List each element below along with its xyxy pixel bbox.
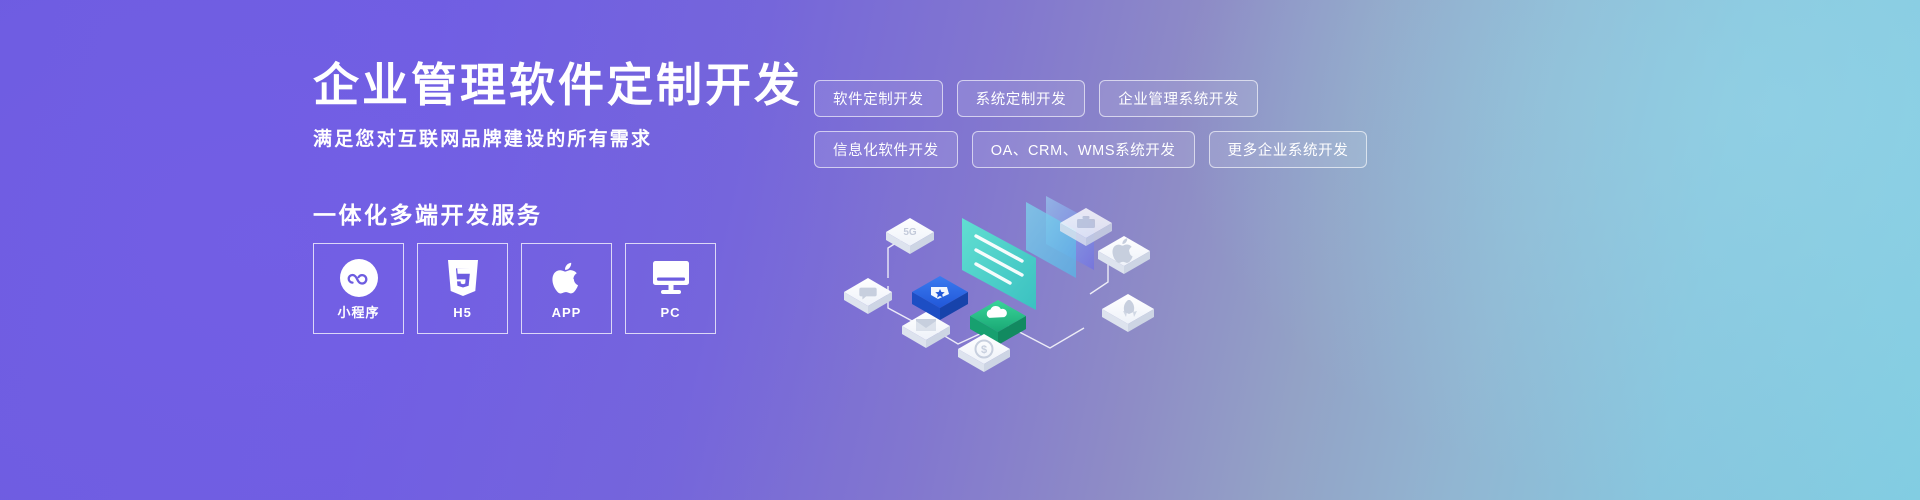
cube-5g: 5G: [886, 218, 934, 254]
cube-rocket: [1102, 294, 1154, 332]
desktop-monitor-icon: [650, 258, 692, 298]
platform-card-app[interactable]: APP: [521, 243, 612, 334]
html5-shield-icon: [446, 258, 480, 298]
service-tag[interactable]: 信息化软件开发: [814, 131, 958, 168]
platform-card-label: 小程序: [337, 305, 380, 320]
svg-text:$: $: [981, 344, 987, 356]
service-tag-row-1: 软件定制开发 系统定制开发 企业管理系统开发: [814, 80, 1314, 117]
platform-card-miniprogram[interactable]: 小程序: [313, 243, 404, 334]
cube-chat: [844, 278, 892, 314]
cube-star-badge: [912, 276, 968, 320]
service-tag[interactable]: 更多企业系统开发: [1208, 131, 1368, 168]
platform-card-label: H5: [453, 305, 472, 320]
platform-card-list: 小程序 H5 APP: [313, 243, 716, 334]
service-tag[interactable]: 企业管理系统开发: [1099, 80, 1259, 117]
services-section-title: 一体化多端开发服务: [313, 202, 543, 228]
platform-card-h5[interactable]: H5: [417, 243, 508, 334]
cube-dollar: $: [958, 334, 1010, 372]
isometric-network-illustration: 5G: [840, 182, 1170, 372]
service-tag[interactable]: 系统定制开发: [956, 80, 1086, 117]
cube-mail: [902, 312, 950, 348]
headline-block: 企业管理软件定制开发 满足您对互联网品牌建设的所有需求: [313, 58, 803, 151]
wechat-miniprogram-icon: [339, 258, 379, 298]
service-tag[interactable]: 软件定制开发: [814, 80, 943, 117]
page-title: 企业管理软件定制开发: [313, 59, 803, 111]
svg-text:5G: 5G: [903, 227, 917, 238]
cube-briefcase: [1060, 208, 1112, 246]
service-tag-row-2: 信息化软件开发 OA、CRM、WMS系统开发 更多企业系统开发: [814, 131, 1368, 168]
service-tag-list: 软件定制开发 系统定制开发 企业管理系统开发 信息化软件开发 OA、CRM、WM…: [814, 80, 1368, 182]
platform-card-label: APP: [551, 305, 582, 320]
platform-card-pc[interactable]: PC: [625, 243, 716, 334]
cube-cloud: [970, 300, 1026, 345]
service-tag[interactable]: OA、CRM、WMS系统开发: [971, 131, 1195, 168]
cube-apple: [1098, 236, 1150, 274]
apple-icon: [550, 258, 584, 298]
platform-card-label: PC: [660, 305, 681, 320]
page-subtitle: 满足您对互联网品牌建设的所有需求: [313, 129, 653, 151]
